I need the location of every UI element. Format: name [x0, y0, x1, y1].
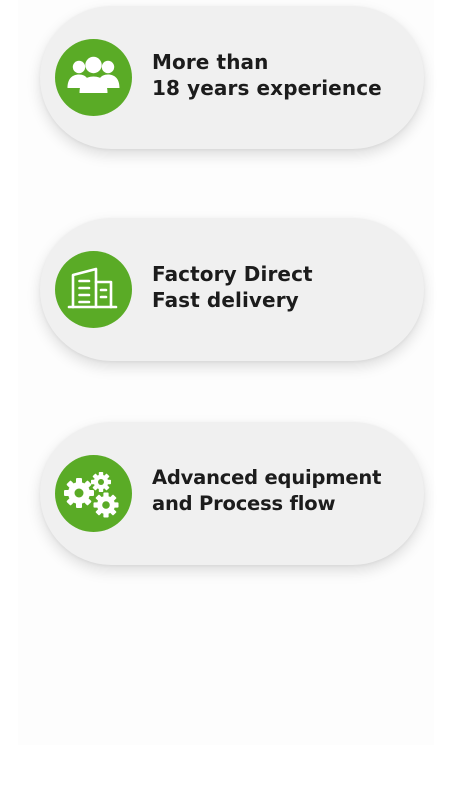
feature-card-experience: More than 18 years experience: [40, 6, 424, 149]
feature-line-2: and Process flow: [152, 492, 336, 515]
feature-line-2: 18 years experience: [152, 76, 382, 100]
feature-line-1: More than: [152, 50, 269, 74]
feature-line-2: Fast delivery: [152, 288, 299, 312]
feature-card-factory: Factory Direct Fast delivery: [40, 218, 424, 361]
gears-icon: [55, 455, 132, 532]
feature-text: More than 18 years experience: [152, 49, 417, 101]
feature-line-1: Factory Direct: [152, 262, 313, 286]
feature-text: Factory Direct Fast delivery: [152, 261, 417, 313]
feature-text: Advanced equipment and Process flow: [152, 465, 417, 517]
users-group-icon: [55, 39, 132, 116]
factory-building-icon: [55, 251, 132, 328]
feature-line-1: Advanced equipment: [152, 466, 382, 489]
feature-card-equipment: Advanced equipment and Process flow: [40, 422, 424, 565]
